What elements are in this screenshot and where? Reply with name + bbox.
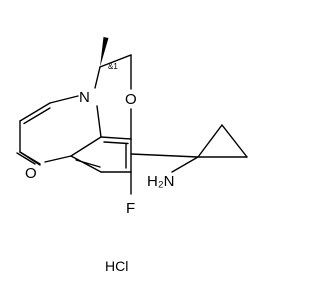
methyl-wedge-bond: [100, 37, 109, 67]
bond-c3-n: [94, 66, 101, 89]
bond-c10-cyclopropyl: [130, 153, 199, 158]
cyclopropyl-bond-1: [197, 124, 223, 158]
bond-c12-c13: [70, 155, 102, 173]
bond-c12-c8: [44, 155, 72, 163]
stereo-descriptor-label: &1: [108, 62, 118, 71]
bond-n-c5: [49, 95, 79, 104]
chemical-structure-diagram: N O O F H₂N &1 HCl: [16, 37, 248, 274]
atom-label-group: N O O F H₂N &1: [25, 62, 175, 217]
bond-n-c11: [96, 105, 102, 138]
salt-label: HCl: [105, 258, 128, 274]
ring-oxygen-atom-label: O: [125, 91, 137, 108]
bond-c12-c13-inner: [75, 159, 101, 168]
carbonyl-oxygen-atom-label: O: [25, 165, 37, 182]
bond-c11-c12: [70, 136, 102, 157]
fluorine-atom-label: F: [126, 200, 135, 217]
bond-c11-c10: [100, 136, 132, 140]
bond-c3-c2: [99, 54, 132, 68]
cyclopropyl-bond-2: [221, 124, 248, 158]
bond-cyclopropyl-nh2: [171, 156, 199, 173]
bond-c7-carbonyl-o-inner: [16, 152, 36, 165]
nitrogen-atom-label: N: [79, 89, 90, 106]
bond-group: [16, 37, 248, 195]
bond-c7-carbonyl-o: [19, 151, 41, 165]
bond-c5-c6-inner: [23, 107, 51, 125]
bond-c11-c10-inner: [103, 141, 129, 145]
amine-group-label: H₂N: [147, 173, 175, 190]
bond-c5-c6: [19, 102, 51, 122]
